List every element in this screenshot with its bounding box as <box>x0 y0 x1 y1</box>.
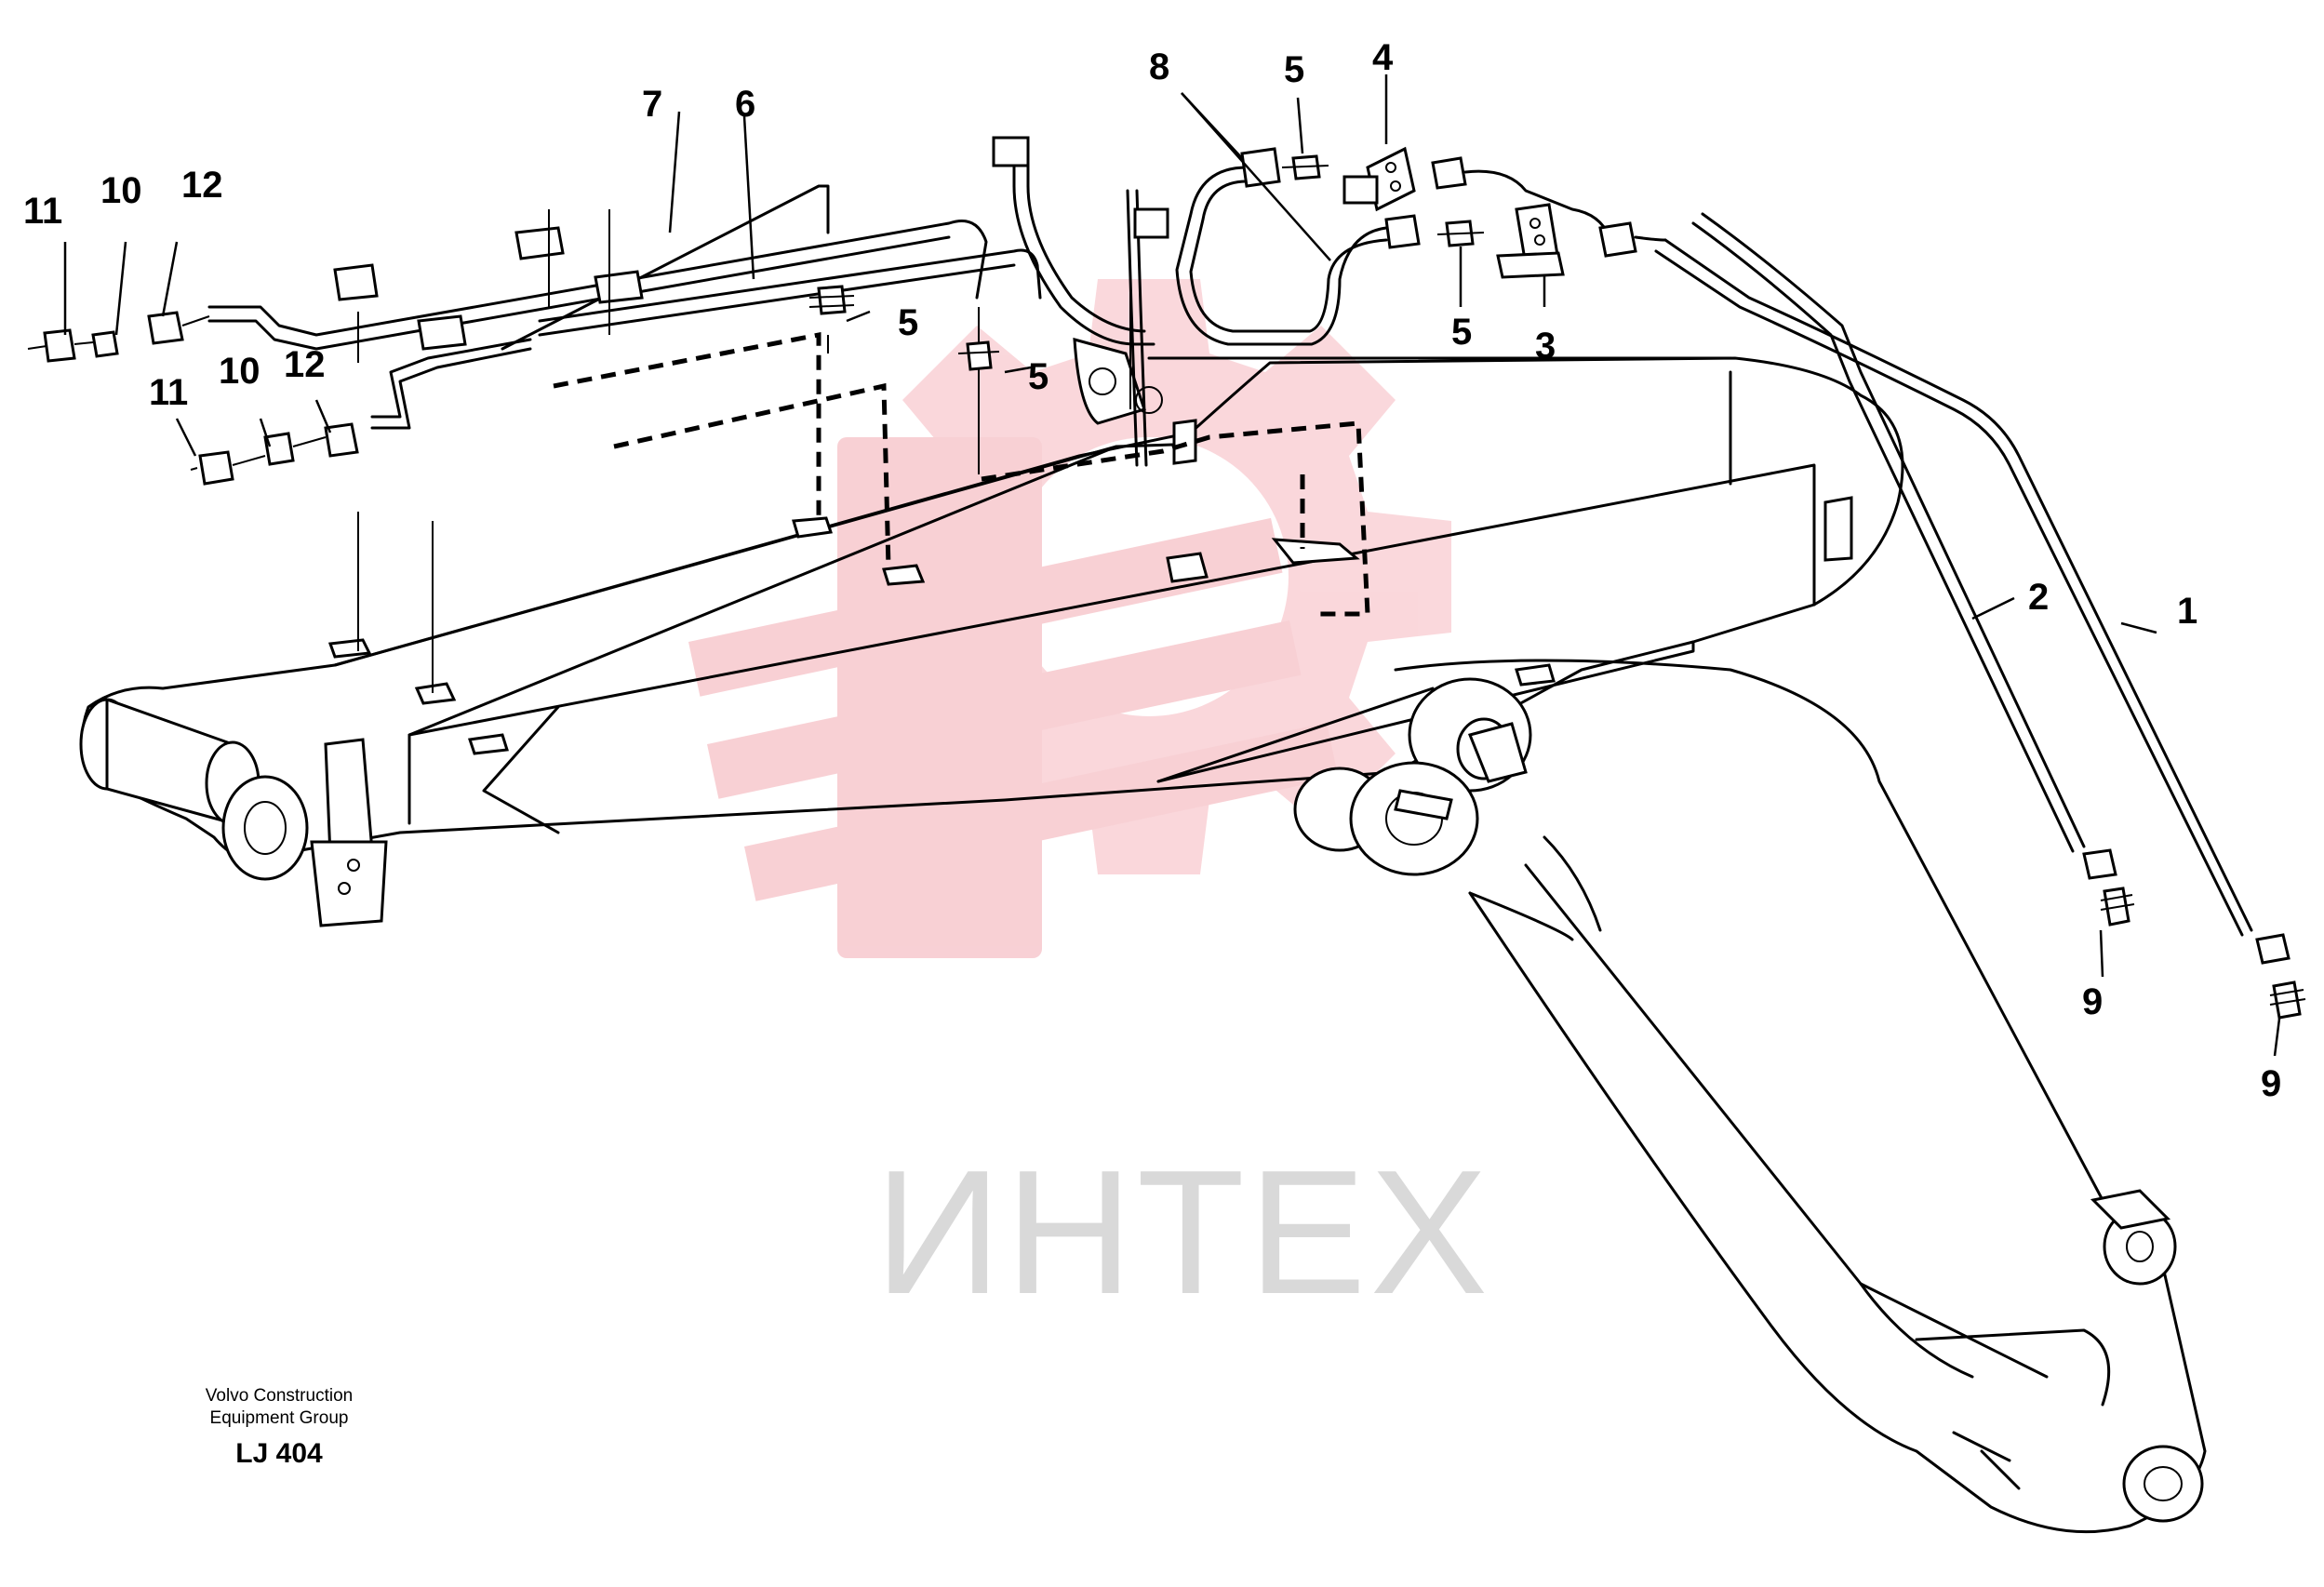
callout-9-left: 9 <box>2082 981 2103 1022</box>
callout-1: 1 <box>2177 591 2197 632</box>
watermark-text: ИНТЕХ <box>875 1134 1491 1331</box>
footer-block: Volvo Construction Equipment Group LJ 40… <box>206 1386 353 1469</box>
callout-5-mid-left: 5 <box>898 302 918 343</box>
leader-lines <box>63 74 2281 1057</box>
pipe-7 <box>207 220 988 351</box>
bracket-3 <box>1496 203 1667 279</box>
boom-main-arm <box>81 356 1904 861</box>
callout-12-lower: 12 <box>284 344 326 385</box>
callout-2: 2 <box>2028 577 2049 618</box>
pipe-end-fittings-9 <box>2082 848 2306 1020</box>
vertical-guide-lines <box>357 209 1131 693</box>
dipper-arm <box>1394 659 2207 1534</box>
callouts: 1 2 3 4 5 5 5 5 6 7 8 9 9 10 10 11 11 12… <box>23 37 2281 1104</box>
callout-7: 7 <box>642 84 662 125</box>
pipe-lower-left <box>370 338 532 430</box>
hose-assembly-8 <box>992 136 1421 467</box>
boom-foot-pivot <box>79 697 388 927</box>
company-line-1: Volvo Construction <box>206 1386 353 1406</box>
callout-11-lower: 11 <box>149 372 188 413</box>
callout-12-upper: 12 <box>181 165 223 206</box>
dashed-pipe-routes <box>553 331 1370 617</box>
callout-10-upper: 10 <box>100 170 142 211</box>
fitting-5-top <box>1281 154 1485 247</box>
callout-5-mid-right: 5 <box>1028 356 1048 397</box>
bracket-4 <box>1342 146 1611 239</box>
callout-3: 3 <box>1535 326 1556 367</box>
callout-9-right: 9 <box>2261 1063 2281 1104</box>
callout-5-top: 5 <box>1284 49 1304 90</box>
drawing-code: LJ 404 <box>235 1438 323 1469</box>
end-fittings-upper <box>27 311 210 363</box>
hydraulic-pipe-1 <box>1654 238 2253 937</box>
callout-11-upper: 11 <box>23 191 62 232</box>
boom-front-pivot <box>1293 677 1532 876</box>
callout-6: 6 <box>735 84 755 125</box>
callout-8: 8 <box>1149 47 1169 87</box>
callout-10-lower: 10 <box>219 351 260 392</box>
hydraulic-pipe-2 <box>1691 212 2086 853</box>
callout-4: 4 <box>1372 37 1394 78</box>
pipe-clamps <box>333 226 644 351</box>
boom-brackets <box>327 337 1853 755</box>
company-line-2: Equipment Group <box>210 1408 349 1428</box>
callout-5-right: 5 <box>1451 312 1472 353</box>
end-fittings-lower <box>190 422 359 486</box>
watermark-logo <box>688 279 1451 958</box>
fitting-5-mid <box>808 285 1000 371</box>
pipe-6 <box>501 184 1042 351</box>
